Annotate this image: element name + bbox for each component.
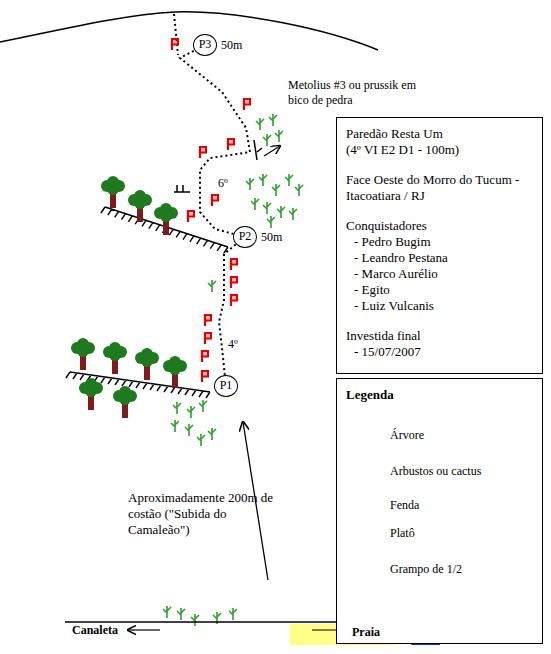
- pitch-length: 50m: [261, 230, 282, 245]
- legend-text: Platô: [390, 526, 500, 541]
- route-line: [219, 244, 236, 375]
- belay-number: P2: [239, 227, 252, 246]
- node-text: - Leandro Pestana: [346, 250, 533, 266]
- direction-label: Canaleta: [72, 623, 118, 638]
- grade-label: 6º: [218, 176, 228, 191]
- belay-number: P3: [199, 35, 212, 54]
- belay-circle: P1: [214, 375, 238, 397]
- grade-label: 4º: [228, 337, 238, 352]
- route-title: Paredão Resta Um: [346, 126, 533, 142]
- belay-circle: P350m: [193, 34, 217, 56]
- gear-note: Metolius #3 ou prussik em bico de pedra: [288, 78, 416, 108]
- legend-box: Legenda: [336, 378, 543, 644]
- legend-title: Legenda: [346, 387, 533, 403]
- route-line: [180, 50, 250, 234]
- legend-text: Árvore: [390, 428, 500, 443]
- node-text: - Marco Aurélio: [346, 266, 533, 282]
- direction-label: Praia: [352, 625, 380, 640]
- belay-number: P1: [220, 376, 233, 395]
- pitch-length: 50m: [221, 38, 242, 53]
- node-text: Face Oeste do Morro do Tucum - Itacoatia…: [346, 172, 533, 204]
- legend-text: Fenda: [390, 498, 500, 513]
- info-box: Paredão Resta Um(4º VI E2 D1 - 100m) Face…: [336, 117, 543, 374]
- belay-circle: P250m: [233, 226, 257, 248]
- node-text: - Egito: [346, 282, 533, 298]
- node-text: - Pedro Bugim: [346, 234, 533, 250]
- node-text: - 15/07/2007: [346, 344, 533, 360]
- node-text: - Luiz Vulcanis: [346, 298, 533, 314]
- legend-text: Grampo de 1/2: [390, 562, 500, 577]
- legend-text: Arbustos ou cactus: [390, 464, 500, 479]
- approach-note: Aproximadamente 200m de costão ("Subida …: [128, 490, 278, 538]
- node-text: (4º VI E2 D1 - 100m): [346, 142, 533, 158]
- node-text: Conquistadores: [346, 218, 533, 234]
- node-text: Investida final: [346, 328, 533, 344]
